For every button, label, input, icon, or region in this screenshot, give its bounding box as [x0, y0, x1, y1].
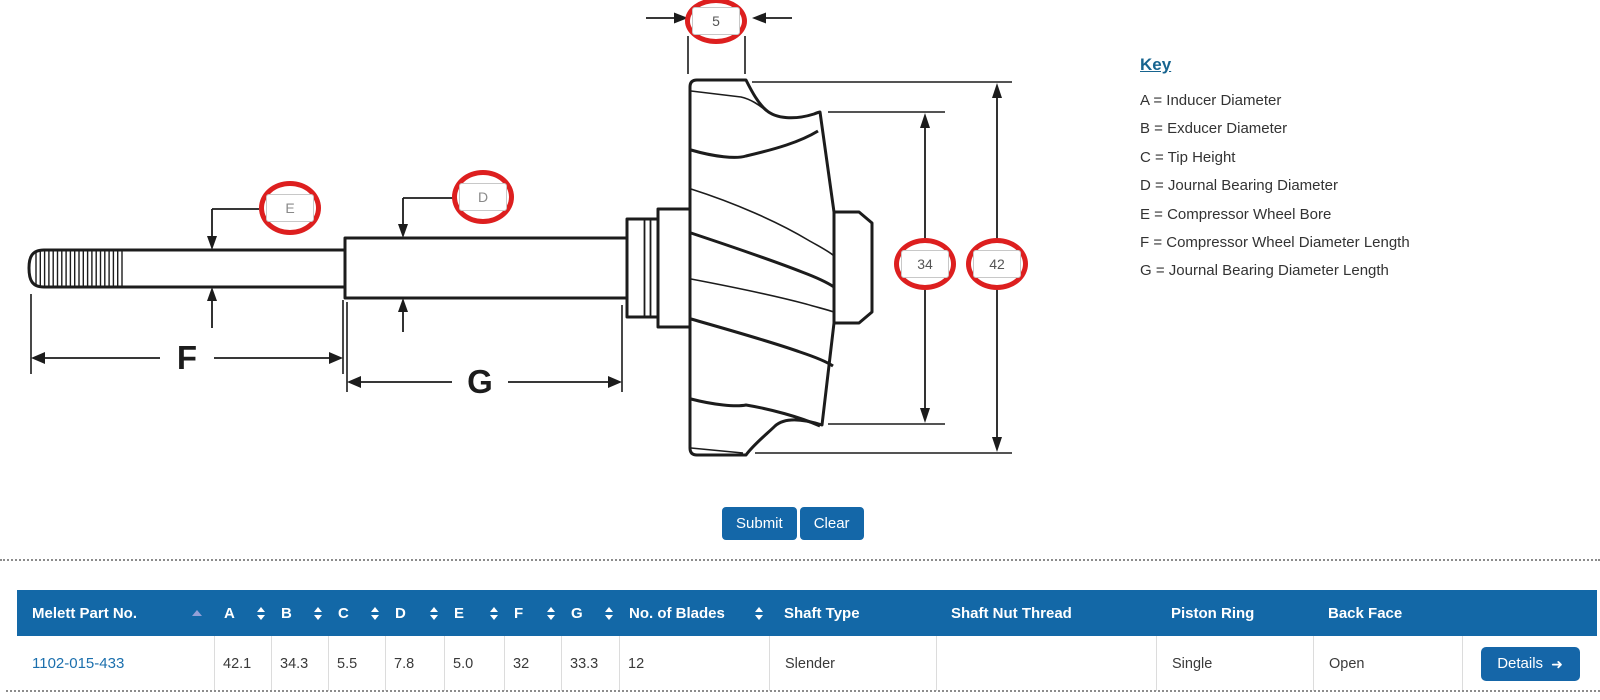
key-panel: Key A = Inducer Diameter B = Exducer Dia… [1140, 55, 1560, 286]
key-item: G = Journal Bearing Diameter Length [1140, 262, 1389, 280]
clear-button[interactable]: Clear [799, 507, 864, 540]
dim-label-f: F [177, 339, 197, 376]
column-header-f[interactable]: F [504, 590, 561, 636]
key-item: C = Tip Height [1140, 148, 1236, 166]
dim-input-b[interactable] [901, 250, 949, 278]
cell-c: 5.5 [328, 636, 385, 691]
column-header-d[interactable]: D [385, 590, 444, 636]
sort-icon [490, 606, 498, 620]
sort-icon [257, 606, 265, 620]
cell-d: 7.8 [385, 636, 444, 691]
cell-shaft-type: Slender [769, 636, 936, 691]
sort-icon [547, 606, 555, 620]
column-header-piston-ring: Piston Ring [1171, 604, 1255, 622]
details-button[interactable]: Details ➜ [1480, 646, 1580, 681]
sort-icon [755, 606, 763, 620]
results-table: Melett Part No. A B C D E [17, 590, 1597, 691]
cell-e: 5.0 [444, 636, 504, 691]
dim-circle-a [966, 238, 1028, 290]
cell-a: 42.1 [214, 636, 271, 691]
column-header-shaft-nut-thread: Shaft Nut Thread [951, 604, 1072, 622]
dotted-bottom-border [6, 690, 1600, 692]
key-item: F = Compressor Wheel Diameter Length [1140, 234, 1410, 252]
cell-part-no: 1102-015-433 [17, 636, 214, 691]
table-row: 1102-015-433 42.1 34.3 5.5 7.8 5.0 32 33… [17, 636, 1597, 691]
dim-circle-e [259, 181, 321, 235]
cell-back-face: Open [1313, 636, 1462, 691]
part-number-link[interactable]: 1102-015-433 [32, 655, 125, 672]
key-title-link[interactable]: Key [1140, 55, 1172, 74]
key-item: B = Exducer Diameter [1140, 120, 1288, 138]
column-header-e[interactable]: E [444, 590, 504, 636]
column-header-details-spacer [1462, 590, 1597, 636]
dotted-separator [0, 559, 1600, 561]
cell-b: 34.3 [271, 636, 328, 691]
submit-button[interactable]: Submit [722, 507, 797, 540]
column-header-shaft-type: Shaft Type [784, 604, 860, 622]
dim-input-a[interactable] [973, 250, 1021, 278]
table-header-row: Melett Part No. A B C D E [17, 590, 1597, 636]
dim-circle-d [452, 170, 514, 224]
sort-icon [371, 606, 379, 620]
key-item: E = Compressor Wheel Bore [1140, 205, 1332, 223]
column-header-b[interactable]: B [271, 590, 328, 636]
key-list: A = Inducer Diameter B = Exducer Diamete… [1140, 87, 1560, 286]
sort-icon [430, 606, 438, 620]
column-header-back-face: Back Face [1328, 604, 1403, 622]
dim-circle-b [894, 238, 956, 290]
dim-input-e[interactable] [266, 194, 314, 222]
dim-input-d[interactable] [459, 183, 507, 211]
dim-circle-c [685, 0, 747, 44]
dim-input-c[interactable] [692, 7, 740, 35]
dim-label-g: G [467, 363, 493, 400]
column-header-g[interactable]: G [561, 590, 619, 636]
cell-shaft-nut-thread [936, 636, 1156, 691]
cell-blades: 12 [619, 636, 769, 691]
shaft-wheel-diagram: F G [27, 12, 1012, 457]
column-header-a[interactable]: A [214, 590, 271, 636]
column-header-part-no[interactable]: Melett Part No. [17, 590, 214, 636]
key-item: D = Journal Bearing Diameter [1140, 177, 1339, 195]
cell-details: Details ➜ [1462, 636, 1597, 691]
sort-icon [314, 606, 322, 620]
cell-g: 33.3 [561, 636, 619, 691]
column-header-c[interactable]: C [328, 590, 385, 636]
cell-piston-ring: Single [1156, 636, 1313, 691]
arrow-right-icon: ➜ [1551, 655, 1563, 672]
cell-f: 32 [504, 636, 561, 691]
column-header-blades[interactable]: No. of Blades [619, 590, 769, 636]
key-item: A = Inducer Diameter [1140, 92, 1282, 109]
sort-icon [605, 606, 613, 620]
sort-asc-icon [192, 610, 202, 616]
form-buttons: Submit Clear [722, 507, 864, 540]
